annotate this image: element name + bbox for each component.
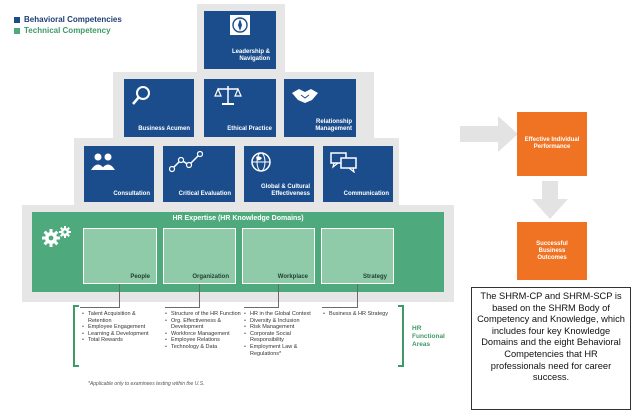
outcome-business: Successful Business Outcomes — [517, 222, 587, 280]
list-item: Org. Effectiveness & Development — [165, 318, 241, 331]
domain-label: Strategy — [362, 274, 387, 280]
list-item: Employee Relations — [165, 337, 241, 344]
legend-behavioral: Behavioral Competencies — [14, 14, 122, 25]
connector — [199, 284, 200, 308]
connector — [119, 284, 120, 308]
competency-label: Relationship Management — [315, 119, 352, 132]
domain-people: People — [83, 228, 157, 284]
list-item: Business & HR Strategy — [323, 311, 393, 318]
connector — [322, 307, 358, 308]
competency-relationship-management: Relationship Management — [284, 79, 356, 137]
list-item: Corporate Social Responsibility — [244, 331, 320, 344]
functional-list-strategy: Business & HR Strategy — [323, 311, 393, 318]
functional-list-workplace: HR in the Global Context Diversity & Inc… — [244, 311, 320, 357]
competency-consultation: Consultation — [84, 146, 154, 202]
competency-label: Leadership & Navigation — [231, 49, 270, 62]
list-item: Employment Law & Regulations* — [244, 344, 320, 357]
arrow-down-icon — [532, 181, 568, 219]
list-item: Employee Engagement — [82, 324, 160, 331]
trend-icon — [169, 151, 203, 173]
list-item: Talent Acquisition & Retention — [82, 311, 160, 324]
domain-strategy: Strategy — [321, 228, 394, 284]
functional-areas-bracket-left — [73, 305, 79, 367]
domain-label: Organization — [192, 274, 229, 280]
people-icon — [91, 153, 115, 170]
competency-ethical-practice: Ethical Practice — [204, 79, 276, 137]
connector — [278, 284, 279, 308]
functional-areas-label: HR Functional Areas — [412, 325, 445, 348]
list-item: Structure of the HR Function — [165, 311, 241, 318]
globe-icon — [251, 152, 271, 172]
scales-icon — [214, 86, 242, 105]
functional-areas-bracket-right — [398, 305, 404, 367]
functional-list-people: Talent Acquisition & Retention Employee … — [82, 311, 160, 344]
connector — [244, 307, 279, 308]
list-item: Technology & Data — [165, 344, 241, 351]
connector — [80, 307, 120, 308]
domain-organization: Organization — [163, 228, 236, 284]
gears-icon — [42, 226, 71, 247]
legend: Behavioral Competencies Technical Compet… — [14, 14, 122, 36]
list-item: Learning & Development — [82, 331, 160, 338]
competency-business-acumen: Business Acumen — [124, 79, 194, 137]
list-item: HR in the Global Context — [244, 311, 320, 318]
competency-critical-evaluation: Critical Evaluation — [163, 146, 235, 202]
functional-list-organization: Structure of the HR Function Org. Effect… — [165, 311, 241, 351]
legend-swatch-behavioral — [14, 16, 20, 23]
list-item: Risk Management — [244, 324, 320, 331]
connector — [357, 284, 358, 308]
legend-technical-label: Technical Competency — [24, 26, 111, 35]
competency-leadership-navigation: Leadership & Navigation — [204, 11, 276, 69]
footnote: *Applicable only to examinees testing wi… — [88, 381, 205, 387]
magnifier-icon — [132, 86, 150, 105]
list-item: Workforce Management — [165, 331, 241, 338]
compass-icon — [230, 15, 250, 35]
competency-global-cultural-effectiveness: Global & Cultural Effectiveness — [244, 146, 314, 202]
legend-behavioral-label: Behavioral Competencies — [24, 15, 122, 24]
competency-label: Critical Evaluation — [178, 191, 231, 197]
legend-swatch-technical — [14, 27, 20, 34]
list-item: Diversity & Inclusion — [244, 318, 320, 325]
connector — [165, 307, 200, 308]
competency-label: Communication — [343, 191, 389, 197]
domain-label: People — [130, 274, 150, 280]
technical-title: HR Expertise (HR Knowledge Domains) — [172, 215, 304, 222]
competency-label: Global & Cultural Effectiveness — [260, 184, 310, 197]
list-item: Total Rewards — [82, 337, 160, 344]
handshake-icon — [292, 89, 318, 103]
competency-label: Consultation — [113, 191, 150, 197]
competency-label: Business Acumen — [138, 126, 190, 132]
speech-bubbles-icon — [330, 152, 357, 173]
outcome-individual-performance: Effective Individual Performance — [517, 112, 587, 176]
competency-label: Ethical Practice — [227, 126, 272, 132]
legend-technical: Technical Competency — [14, 25, 122, 36]
domain-label: Workplace — [277, 274, 308, 280]
arrow-right-icon — [460, 116, 518, 152]
competency-communication: Communication — [323, 146, 393, 202]
domain-workplace: Workplace — [242, 228, 315, 284]
explanatory-note: The SHRM-CP and SHRM-SCP is based on the… — [471, 287, 631, 410]
